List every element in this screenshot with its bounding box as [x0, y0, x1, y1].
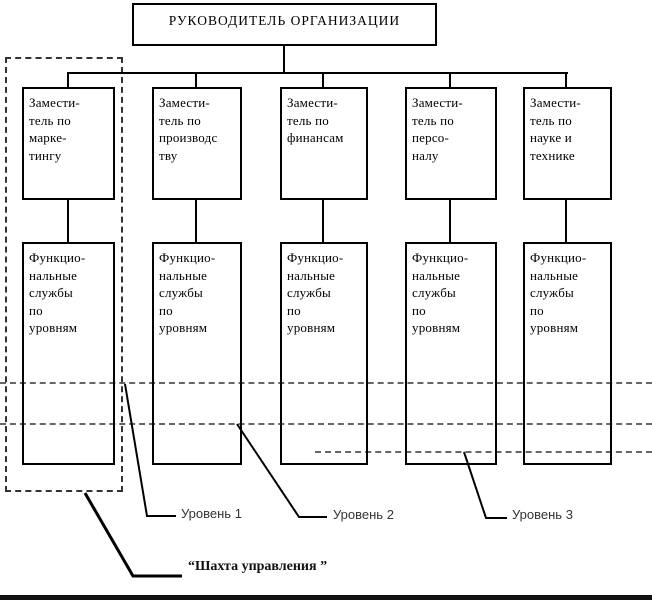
- connector-mid-col2: [195, 199, 197, 243]
- node-label: Замести- тель по производс тву: [159, 95, 218, 163]
- node-deputy-marketing: Замести- тель по марке- тингу: [22, 87, 115, 200]
- connector-stub-col3: [322, 73, 324, 88]
- node-label: Функцио- нальные службы по уровням: [29, 250, 86, 335]
- label-level-3: Уровень 3: [512, 507, 573, 522]
- management-shaft-outline: [5, 57, 123, 492]
- node-label: Функцио- нальные службы по уровням: [530, 250, 587, 335]
- node-head-of-organization: РУКОВОДИТЕЛЬ ОРГАНИЗАЦИИ: [132, 3, 437, 46]
- connector-mid-col4: [449, 199, 451, 243]
- label-level-2: Уровень 2: [333, 507, 394, 522]
- level-1-dashed-line: [0, 382, 652, 384]
- node-functional-services-2: Функцио- нальные службы по уровням: [152, 242, 242, 465]
- node-deputy-personnel: Замести- тель по персо- налу: [405, 87, 497, 200]
- connector-stub-col5: [565, 73, 567, 88]
- node-label: Функцио- нальные службы по уровням: [159, 250, 216, 335]
- node-functional-services-1: Функцио- нальные службы по уровням: [22, 242, 115, 465]
- node-functional-services-5: Функцио- нальные службы по уровням: [523, 242, 612, 465]
- node-label: Замести- тель по финансам: [287, 95, 344, 145]
- node-deputy-production: Замести- тель по производс тву: [152, 87, 242, 200]
- node-label: Функцио- нальные службы по уровням: [287, 250, 344, 335]
- connector-mid-col3: [322, 199, 324, 243]
- connector-stub-col4: [449, 73, 451, 88]
- node-deputy-finance: Замести- тель по финансам: [280, 87, 368, 200]
- node-label: Функцио- нальные службы по уровням: [412, 250, 469, 335]
- connector-stub-col2: [195, 73, 197, 88]
- connector-root-stub: [283, 45, 285, 73]
- connector-stub-col1: [67, 73, 69, 88]
- node-label: Замести- тель по науке и технике: [530, 95, 581, 163]
- node-label: Замести- тель по персо- налу: [412, 95, 463, 163]
- label-level-1: Уровень 1: [181, 506, 242, 521]
- leader-shaft: [83, 492, 182, 578]
- node-functional-services-3: Функцио- нальные службы по уровням: [280, 242, 368, 465]
- connector-mid-col5: [565, 199, 567, 243]
- connector-mid-col1: [67, 199, 69, 243]
- label-management-shaft: “Шахта управления ”: [188, 559, 328, 574]
- connector-bus: [67, 72, 568, 74]
- bottom-divider: [0, 595, 652, 600]
- node-label: Замести- тель по марке- тингу: [29, 95, 80, 163]
- node-functional-services-4: Функцио- нальные службы по уровням: [405, 242, 497, 465]
- node-deputy-science: Замести- тель по науке и технике: [523, 87, 612, 200]
- node-head-label: РУКОВОДИТЕЛЬ ОРГАНИЗАЦИИ: [168, 13, 401, 28]
